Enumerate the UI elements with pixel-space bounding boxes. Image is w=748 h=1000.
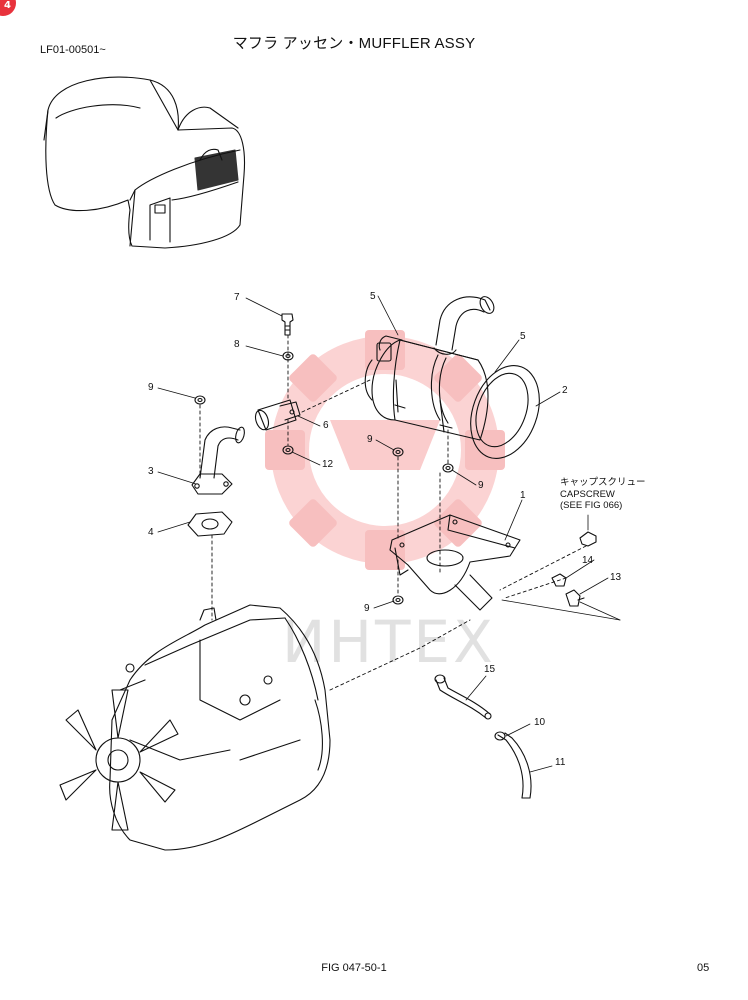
callout-8[interactable]: 8 (234, 339, 240, 350)
corner-badge[interactable]: 4 (0, 0, 16, 16)
muffler-bracket (389, 514, 521, 611)
callout-9-a[interactable]: 9 (148, 382, 154, 393)
gasket (187, 511, 233, 537)
note-line-ref[interactable]: (SEE FIG 066) (560, 500, 623, 511)
page-number: 05 (697, 962, 710, 974)
serial-range: LF01-00501~ (40, 44, 106, 56)
callout-5-a[interactable]: 5 (370, 291, 376, 302)
connecting-pipe (254, 399, 301, 431)
callout-3[interactable]: 3 (148, 466, 154, 477)
assembly-lines (199, 334, 587, 691)
capscrew-note: キャップスクリュー CAPSCREW (SEE FIG 066) (560, 477, 646, 512)
callout-6[interactable]: 6 (323, 420, 329, 431)
figure-number: FIG 047-50-1 (321, 962, 387, 974)
callout-10[interactable]: 10 (534, 717, 546, 728)
callout-4[interactable]: 4 (148, 527, 154, 538)
watermark-logo (265, 330, 505, 570)
callout-12[interactable]: 12 (322, 459, 334, 470)
callout-9-b[interactable]: 9 (367, 434, 373, 445)
machine-inset (43, 76, 246, 249)
callout-11[interactable]: 11 (555, 757, 566, 768)
engine (59, 604, 331, 851)
watermark-text: ИНТЕХ (282, 608, 496, 676)
leader-lines (157, 295, 621, 773)
callout-2[interactable]: 2 (562, 385, 568, 396)
callout-9-d[interactable]: 9 (364, 603, 370, 614)
washers-nuts (194, 351, 454, 605)
bolt (281, 313, 294, 336)
capscrew-fittings (551, 531, 597, 607)
muffler-body (364, 296, 540, 459)
page-title: マフラ アッセン・MUFFLER ASSY (232, 35, 476, 52)
callout-13[interactable]: 13 (610, 572, 622, 583)
note-line-en: CAPSCREW (560, 488, 615, 500)
note-line-jp: キャップスクリュー (560, 477, 646, 488)
drain-hose (434, 674, 492, 720)
callout-7[interactable]: 7 (234, 292, 240, 303)
callout-1[interactable]: 1 (520, 490, 526, 501)
callout-5-b[interactable]: 5 (520, 331, 526, 342)
callout-15[interactable]: 15 (484, 664, 496, 675)
callout-9-c[interactable]: 9 (478, 480, 484, 491)
callout-14[interactable]: 14 (582, 555, 594, 566)
hose (494, 731, 532, 799)
